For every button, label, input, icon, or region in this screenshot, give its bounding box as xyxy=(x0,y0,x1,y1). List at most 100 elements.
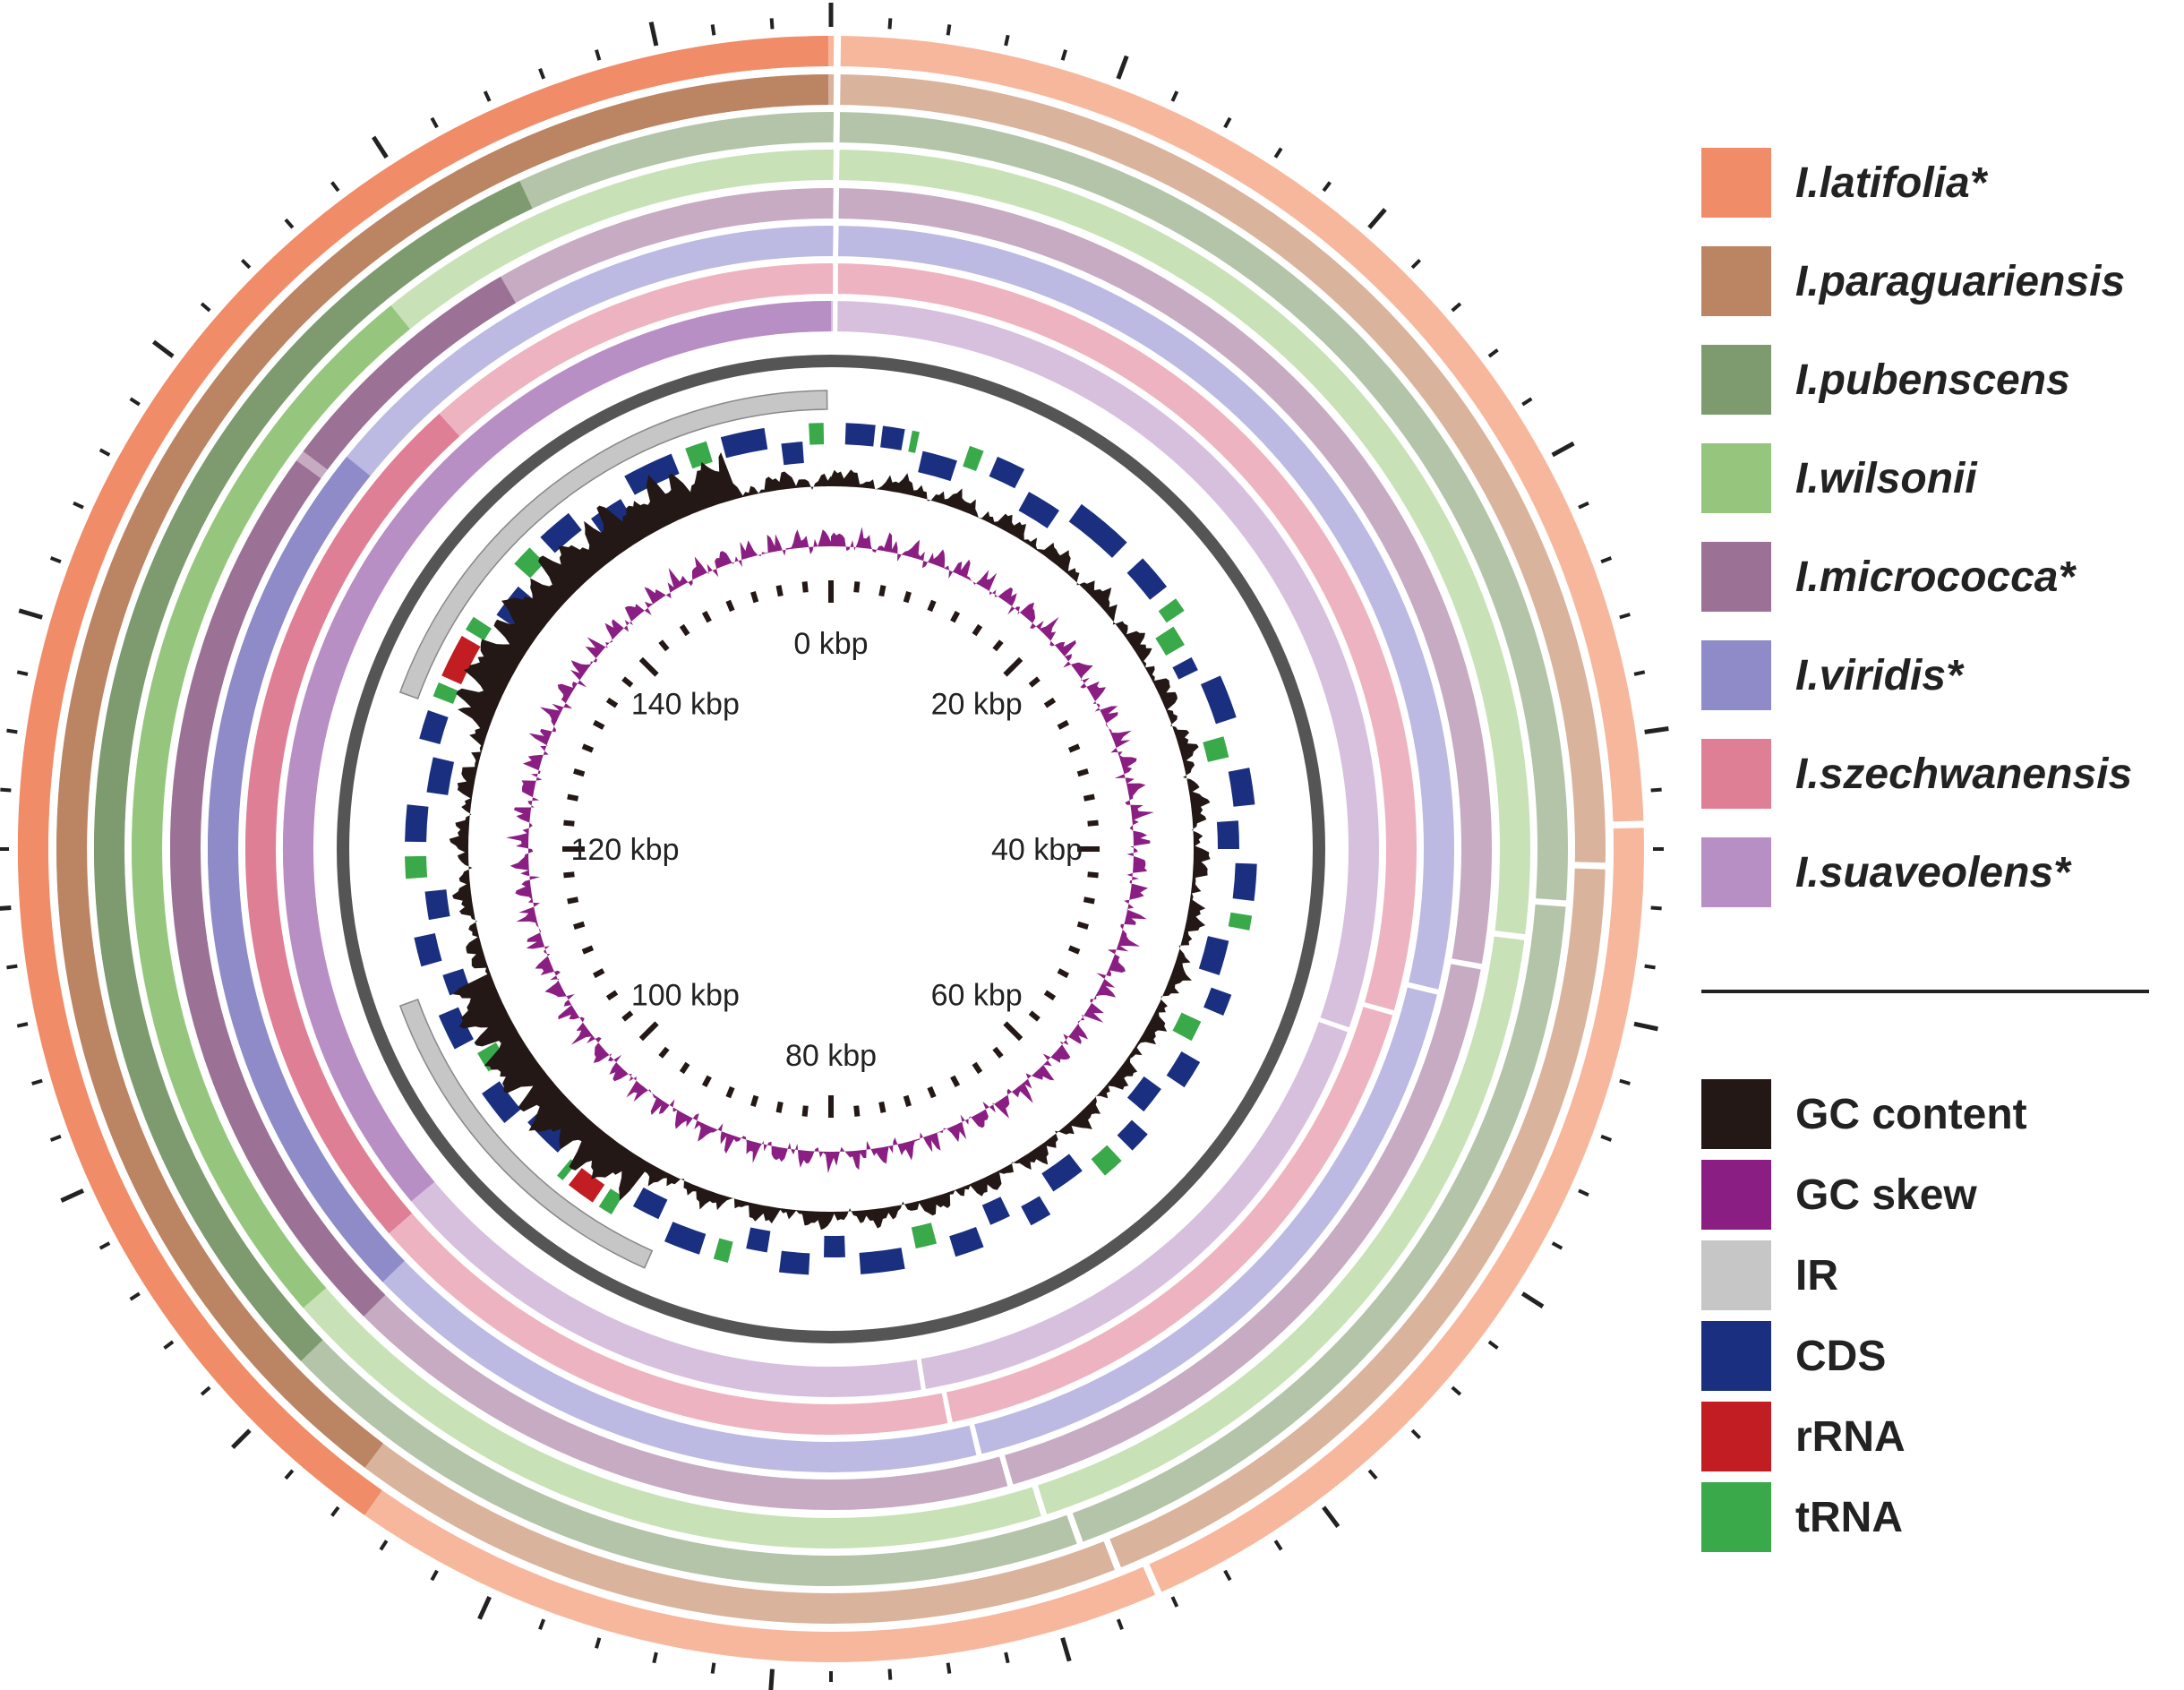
scale-tick xyxy=(992,1046,1004,1059)
cds-feature xyxy=(414,932,442,967)
outer-tick xyxy=(1619,613,1631,620)
ring-conserved-arc xyxy=(17,36,828,1515)
cds-feature xyxy=(426,757,455,795)
legend-item-gc-skew: GC skew xyxy=(1701,1160,2167,1231)
scale-tick xyxy=(563,819,575,827)
legend-swatch xyxy=(1701,1160,1771,1230)
trna-feature xyxy=(433,682,458,705)
legend-label: I.paraguariensis xyxy=(1795,258,2126,305)
scale-tick xyxy=(775,1101,784,1113)
outer-tick xyxy=(1520,1291,1545,1309)
scale-tick xyxy=(950,1075,961,1087)
scale-tick xyxy=(1083,896,1095,905)
legend-divider xyxy=(1701,990,2149,993)
scale-tick xyxy=(725,599,735,613)
outer-tick xyxy=(1170,90,1179,102)
legend-label: tRNA xyxy=(1795,1494,1903,1541)
outer-tick xyxy=(946,1662,952,1674)
ring-gap xyxy=(1450,958,1483,970)
outer-tick xyxy=(652,1651,658,1664)
outer-tick xyxy=(129,1291,141,1301)
outer-tick xyxy=(887,1669,893,1680)
scale-tick xyxy=(750,591,759,604)
ring-gap xyxy=(1103,1538,1122,1571)
outer-tick xyxy=(1451,302,1462,313)
cds-feature xyxy=(624,453,680,495)
outer-tick xyxy=(1551,441,1575,458)
cds-feature xyxy=(949,1226,984,1257)
outer-tick xyxy=(1004,34,1010,47)
ring-i-micrococca xyxy=(170,187,1492,1510)
legend-label: I.micrococca* xyxy=(1795,553,2076,601)
outer-tick xyxy=(0,905,12,911)
cds-feature xyxy=(482,1081,521,1123)
ring-i-pubenscens xyxy=(94,111,1568,1586)
scale-label: 80 kbp xyxy=(785,1039,877,1073)
legend-label: I.latifolia* xyxy=(1795,159,1987,207)
ring-base xyxy=(208,226,1454,1472)
cds-feature xyxy=(720,427,768,459)
ring-i-viridis xyxy=(208,225,1454,1472)
cds-feature xyxy=(438,1007,474,1050)
outer-tick xyxy=(1487,348,1499,358)
kbp-scale-ticks xyxy=(562,580,1100,1118)
scale-tick xyxy=(725,1085,735,1099)
ring-gap xyxy=(916,1358,927,1391)
outer-tick xyxy=(129,397,141,407)
legend-label: I.suaveolens* xyxy=(1795,849,2070,896)
outer-tick xyxy=(98,1241,111,1250)
outer-tick xyxy=(1273,147,1283,159)
scale-tick xyxy=(1067,945,1081,955)
scale-tick xyxy=(927,599,937,613)
outer-tick xyxy=(1116,55,1129,80)
scale-tick xyxy=(1087,871,1099,879)
outer-tick xyxy=(49,1134,62,1142)
scale-tick xyxy=(581,945,595,955)
outer-tick xyxy=(1600,556,1613,564)
outer-tick xyxy=(1578,1188,1589,1197)
outer-tick xyxy=(710,24,716,36)
ring-gap xyxy=(1534,897,1567,907)
legend-item-i-pubenscens: I.pubenscens xyxy=(1701,345,2167,416)
trna-feature xyxy=(1091,1145,1122,1176)
cds-feature xyxy=(419,710,449,745)
cds-feature xyxy=(746,1227,771,1253)
cds-feature xyxy=(1216,820,1239,849)
legend-item-rrna: rRNA xyxy=(1701,1402,2167,1473)
ring-conserved-arc xyxy=(170,460,386,1317)
scale-tick xyxy=(563,871,575,879)
outer-tick xyxy=(648,21,659,47)
scale-label: 20 kbp xyxy=(931,687,1023,721)
outer-tick-marks xyxy=(0,3,1669,1690)
scale-tick xyxy=(573,921,586,930)
legend-swatch xyxy=(1701,837,1771,907)
trna-feature xyxy=(514,547,545,579)
ring-i-szechwanensis xyxy=(244,262,1417,1435)
cds-feature xyxy=(1228,768,1255,807)
legend-item-i-suaveolens: I.suaveolens* xyxy=(1701,837,2167,909)
outer-tick xyxy=(1578,501,1589,510)
trna-feature xyxy=(1172,1012,1202,1042)
scale-tick xyxy=(1043,697,1057,708)
scale-tick xyxy=(853,1105,861,1117)
outer-tick xyxy=(477,1596,492,1620)
scale-tick xyxy=(1057,719,1069,730)
outer-tick xyxy=(379,1540,389,1551)
cds-feature xyxy=(1172,656,1198,680)
gene-annotation-track xyxy=(405,423,1257,1275)
legend-item-i-latifolia: I.latifolia* xyxy=(1701,148,2167,219)
trna-feature xyxy=(1203,736,1229,762)
ring-conserved-arc xyxy=(303,276,517,470)
scale-tick xyxy=(775,585,784,597)
trna-feature xyxy=(908,430,920,453)
ring-conserved-arc xyxy=(283,301,832,1202)
outer-tick xyxy=(0,787,12,793)
outer-tick xyxy=(60,1188,84,1203)
trna-feature xyxy=(1155,626,1185,656)
cds-feature xyxy=(1021,1196,1051,1226)
cds-feature xyxy=(1166,1051,1201,1088)
outer-tick xyxy=(538,67,546,80)
outer-tick xyxy=(768,1669,775,1690)
